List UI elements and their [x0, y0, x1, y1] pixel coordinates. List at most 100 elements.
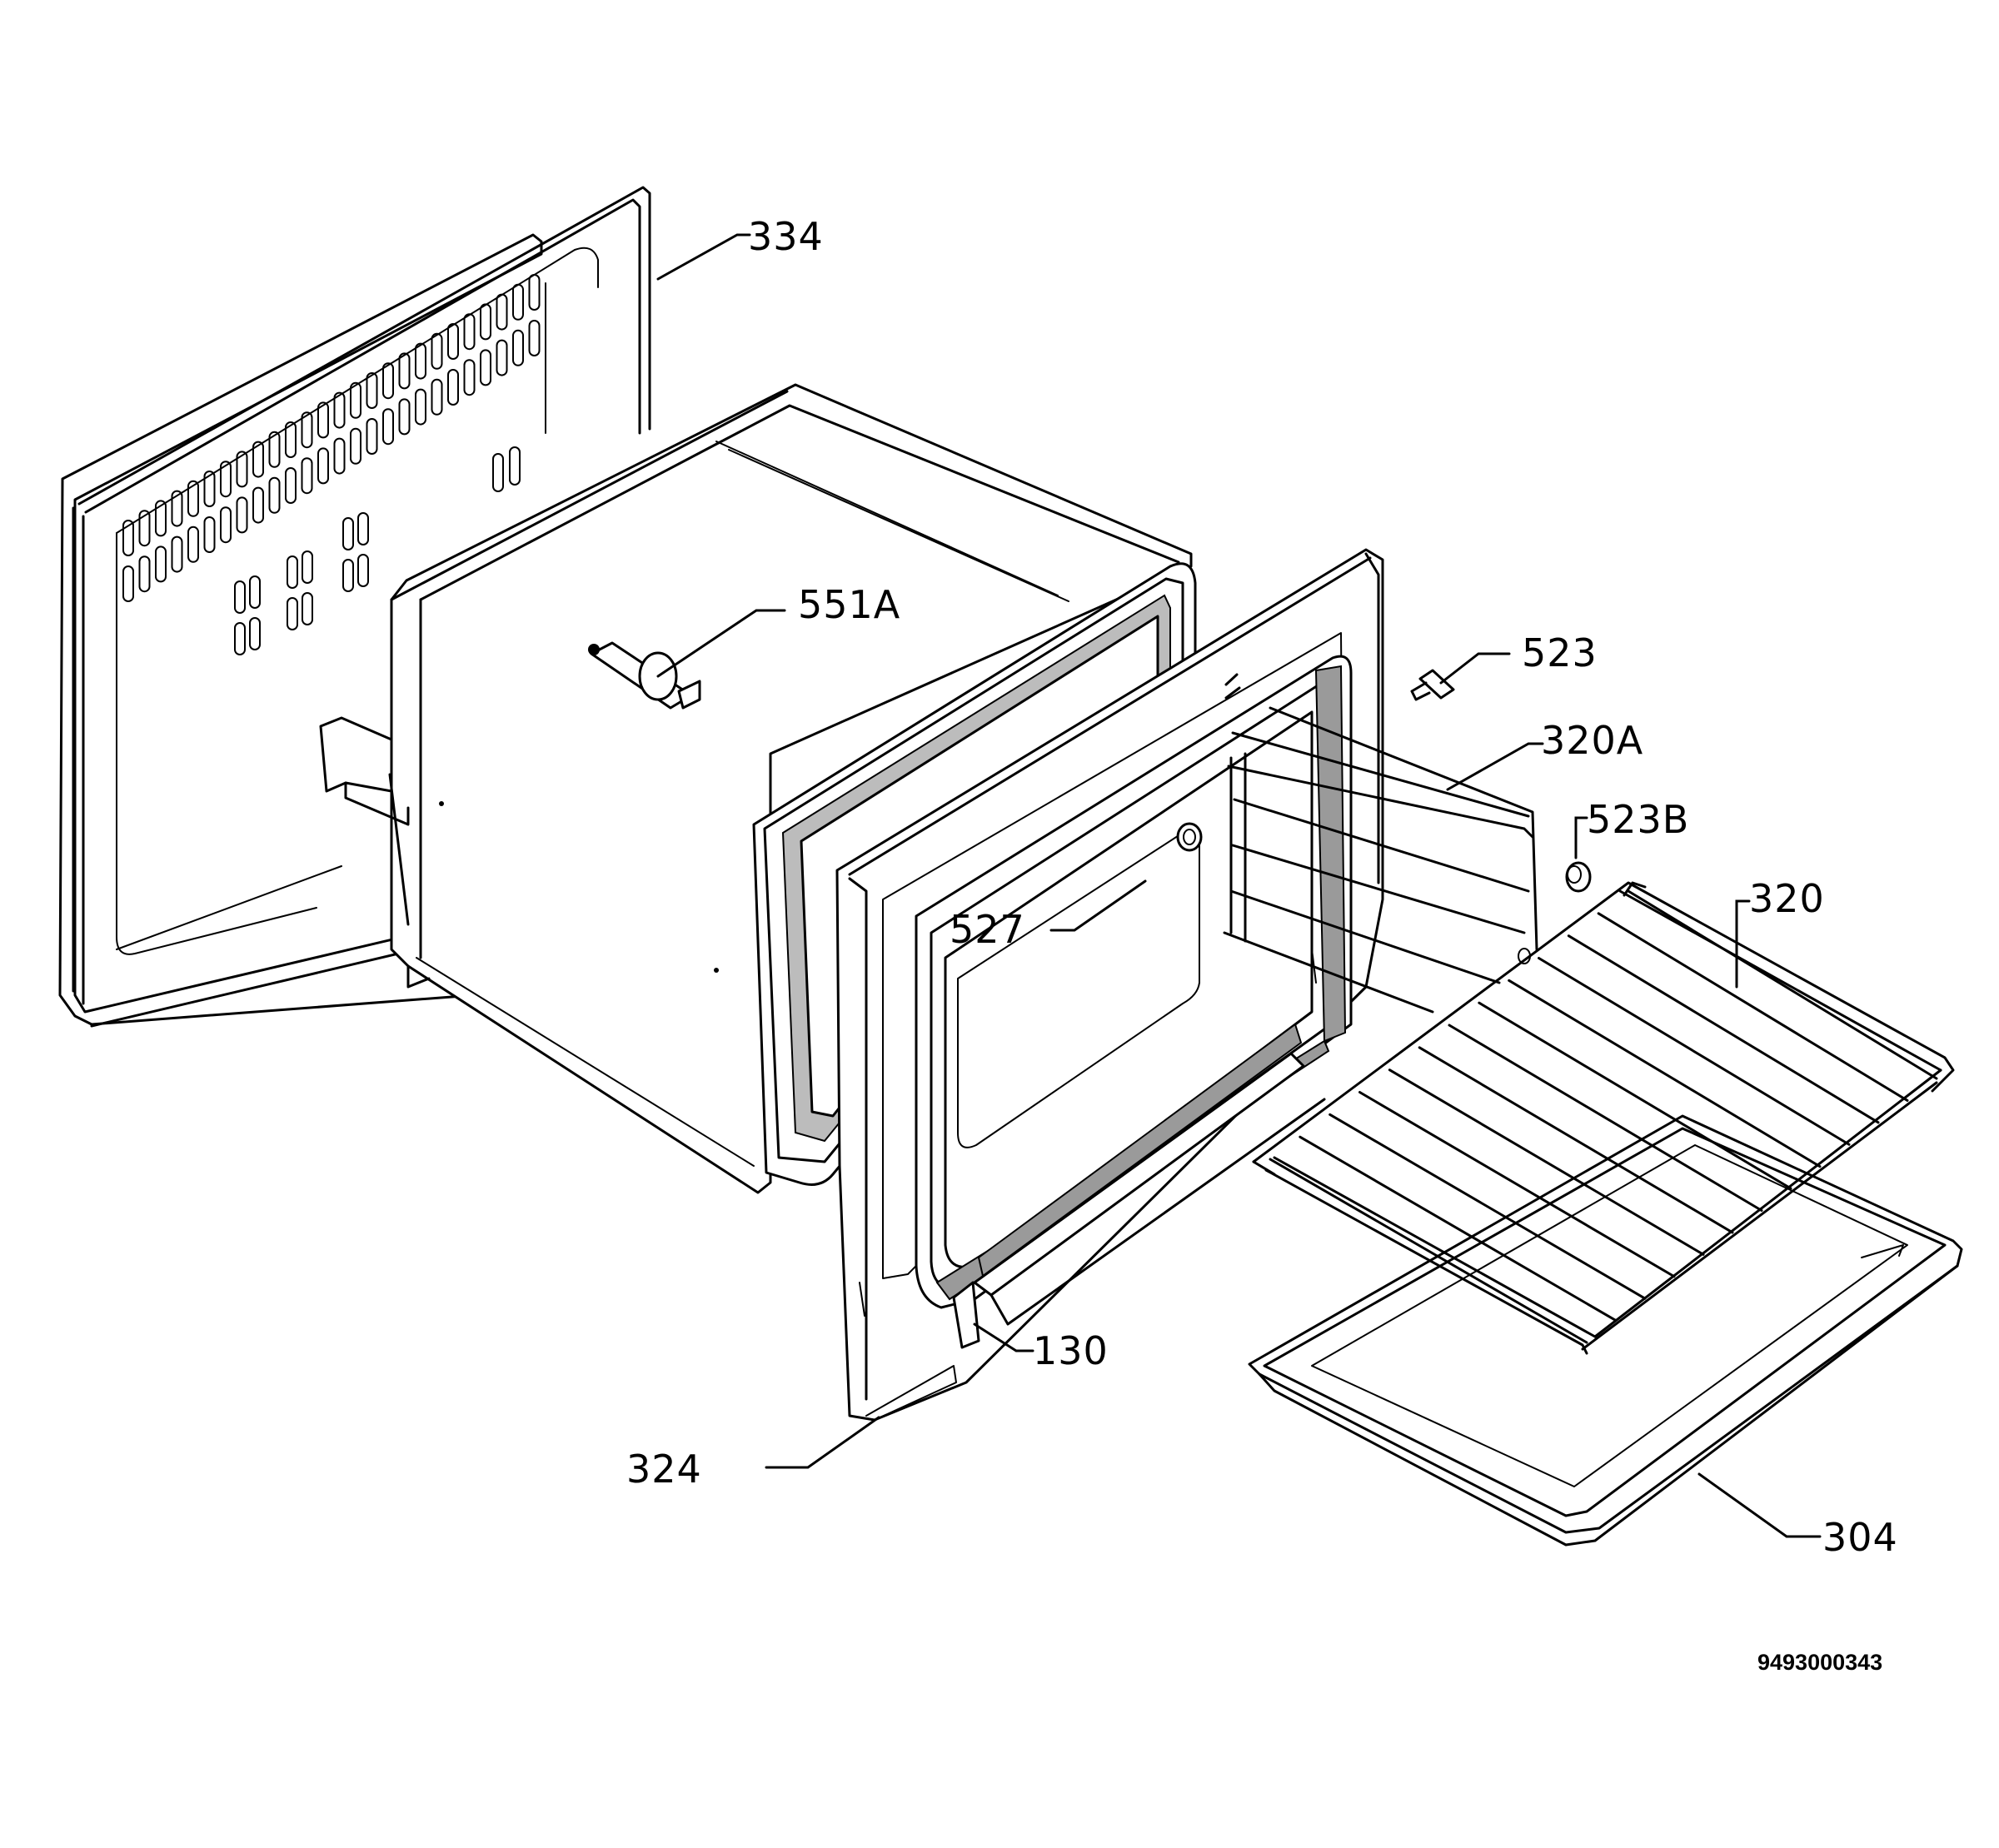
vent-slot — [171, 490, 183, 527]
vent-slot — [398, 398, 411, 436]
vent-slot — [431, 378, 443, 416]
shelf-wire — [1299, 1135, 1618, 1322]
leader-320A — [1446, 742, 1544, 791]
leader-551A — [656, 609, 786, 678]
vent-slot — [528, 320, 541, 356]
vent-slot — [492, 453, 504, 492]
shelf-wire — [1418, 1046, 1734, 1234]
vent-slot — [302, 592, 313, 625]
callout-320A: 320A — [1541, 718, 1643, 763]
shelf-wire — [1508, 979, 1822, 1168]
vent-slot — [366, 372, 378, 409]
callout-523: 523 — [1522, 630, 1598, 675]
vent-slot — [171, 535, 183, 573]
vent-slot — [317, 447, 329, 485]
vent-slot — [350, 427, 361, 465]
vent-slot — [138, 510, 151, 547]
vent-slot — [382, 408, 394, 446]
shelf-wire — [1358, 1091, 1676, 1278]
vent-slot — [382, 362, 394, 400]
seal-strip-130 — [952, 1023, 1326, 1349]
vent-slot — [357, 554, 369, 587]
vent-slot — [155, 545, 167, 583]
callout-324: 324 — [626, 1447, 702, 1492]
vent-slot — [249, 575, 261, 609]
shelf-wire — [1329, 1113, 1647, 1300]
vent-slot — [415, 342, 426, 380]
vent-slot — [463, 359, 476, 396]
callout-334: 334 — [748, 214, 824, 259]
vent-slot — [236, 451, 248, 488]
vent-slot — [252, 486, 264, 524]
vent-slot — [138, 555, 151, 593]
shelf-wire — [1478, 1001, 1792, 1190]
vent-slot — [333, 391, 346, 429]
vent-slot — [447, 323, 459, 360]
vent-slot — [350, 381, 361, 419]
callout-304: 304 — [1822, 1515, 1898, 1560]
baking-tray-304 — [1248, 1114, 1963, 1547]
plug-523B — [1565, 861, 1592, 893]
vent-slot — [528, 274, 541, 311]
screw-523 — [1410, 669, 1455, 701]
vent-slot — [342, 559, 354, 592]
vent-slot — [301, 457, 313, 495]
shelf-wire — [1597, 912, 1909, 1102]
callout-527: 527 — [950, 907, 1025, 952]
callout-551A: 551A — [798, 582, 900, 627]
vent-slot — [342, 517, 354, 550]
vent-slots — [122, 274, 541, 655]
shelf-wire — [1269, 1158, 1588, 1344]
vent-slot — [252, 441, 264, 478]
vent-slot — [317, 401, 329, 439]
leader-527 — [1049, 879, 1147, 932]
vent-slot — [203, 471, 216, 507]
vent-slot — [398, 352, 411, 390]
vent-slot — [122, 565, 134, 602]
callout-523B: 523B — [1587, 797, 1689, 842]
vent-slot — [496, 293, 508, 331]
callouts: 334 551A 523 320A 523B 320 527 130 324 3… — [626, 214, 1898, 1675]
vent-slot — [512, 283, 524, 321]
vent-slot — [301, 411, 313, 449]
leader-320 — [1735, 899, 1751, 989]
shelf-wire — [1388, 1068, 1705, 1256]
vent-slot — [285, 421, 297, 458]
vent-slot — [187, 526, 199, 563]
side-rack-320A — [1223, 706, 1538, 1014]
vent-slot — [287, 555, 298, 589]
leader-304 — [1697, 1472, 1822, 1538]
leader-lines — [656, 233, 1822, 1538]
vent-slot — [480, 303, 491, 341]
vent-slot — [236, 496, 248, 534]
vent-slot — [220, 506, 232, 544]
vent-slot — [122, 520, 134, 556]
shelf-wire — [1567, 934, 1880, 1124]
vent-slot — [480, 349, 491, 386]
shelf-wire — [1538, 957, 1851, 1146]
leader-334 — [656, 233, 751, 281]
leader-324 — [765, 1416, 880, 1469]
vent-slot — [496, 339, 508, 376]
vent-slot — [415, 388, 426, 426]
callout-130: 130 — [1033, 1328, 1109, 1373]
vent-slot — [220, 461, 232, 498]
vent-slot — [268, 431, 281, 468]
vent-slot — [187, 480, 199, 517]
vent-slot — [509, 446, 521, 486]
shelf-wire — [1448, 1024, 1763, 1212]
vent-slot — [155, 500, 167, 537]
vent-slot — [333, 437, 346, 475]
vent-slot — [431, 332, 443, 370]
callout-320: 320 — [1749, 876, 1825, 921]
vent-slot — [234, 622, 246, 655]
leader-130 — [973, 1322, 1034, 1352]
vent-slot — [249, 617, 261, 650]
vent-slot — [287, 597, 298, 630]
vent-slot — [234, 580, 246, 614]
vent-slot — [512, 329, 524, 366]
vent-slot — [357, 512, 369, 545]
vent-slot — [447, 369, 459, 406]
leader-523 — [1439, 652, 1511, 685]
